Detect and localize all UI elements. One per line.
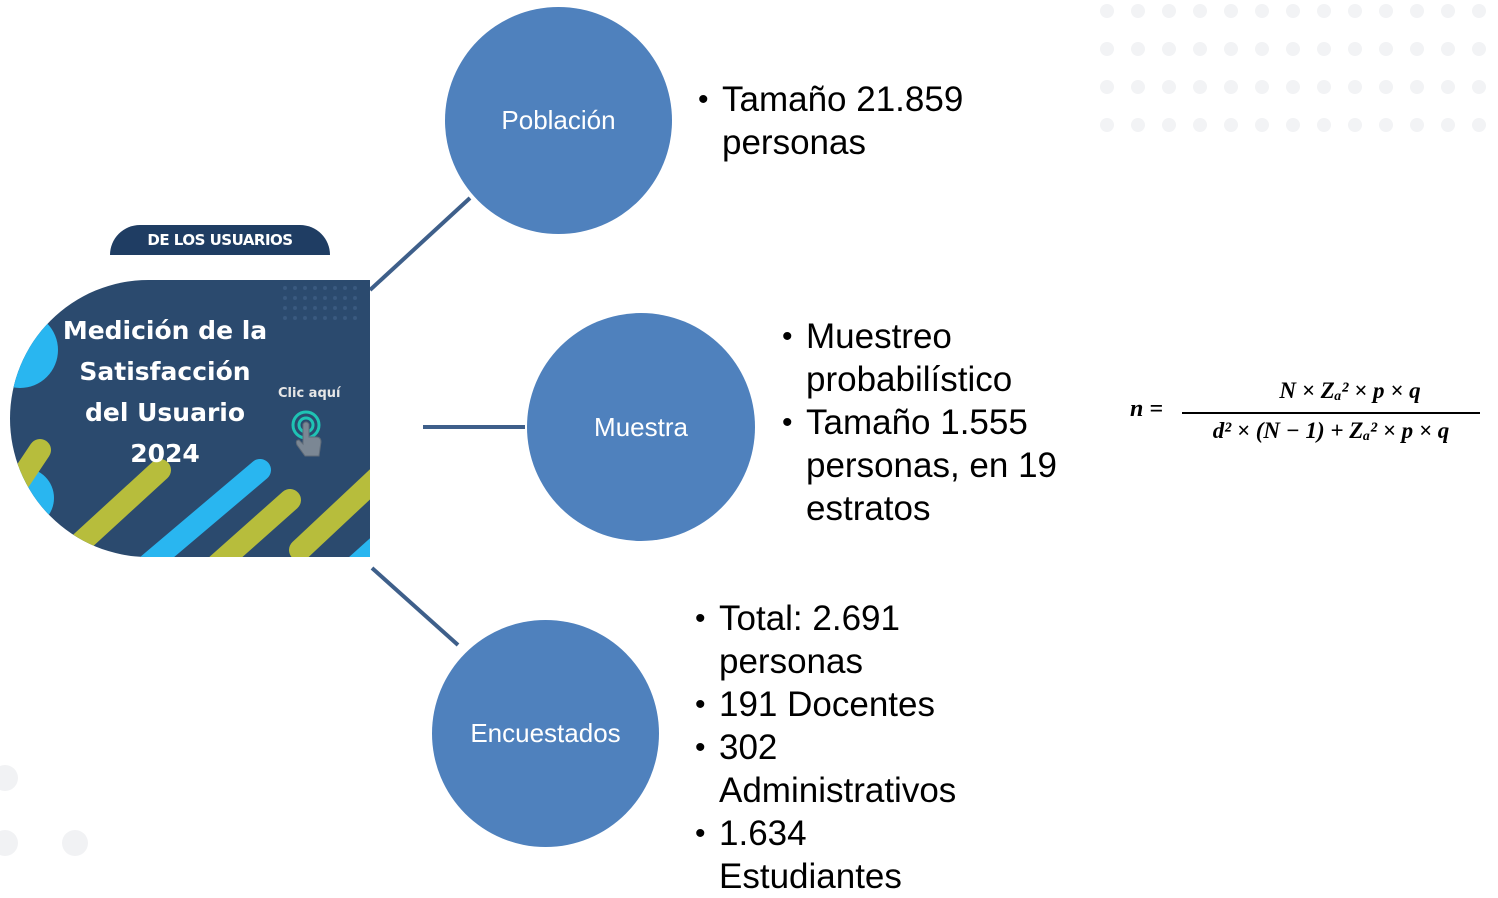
decorative-dot bbox=[1100, 80, 1114, 94]
encuestados-details: Total: 2.691 personas 191 Docentes 302 A… bbox=[695, 597, 995, 898]
detail-item: 302 Administrativos bbox=[695, 726, 995, 812]
decorative-dot bbox=[1317, 118, 1331, 132]
formula-numerator: N × Zₐ² × p × q bbox=[1279, 378, 1421, 403]
decorative-dot bbox=[1100, 118, 1114, 132]
node-label: Encuestados bbox=[470, 718, 621, 748]
decorative-dot bbox=[62, 830, 88, 856]
decorative-dot bbox=[1286, 4, 1300, 18]
decorative-dot bbox=[0, 765, 18, 791]
sample-size-formula: n = N × Zₐ² × p × q d² × (N − 1) + Zₐ² ×… bbox=[1130, 378, 1480, 448]
decorative-dot bbox=[1379, 80, 1393, 94]
thumbnail-title: Medición de la Satisfacción del Usuario … bbox=[50, 310, 280, 474]
decorative-dot bbox=[1131, 4, 1145, 18]
decorative-dot bbox=[1255, 80, 1269, 94]
tap-hand-icon[interactable] bbox=[289, 410, 329, 460]
node-label: Población bbox=[501, 105, 616, 135]
decorative-dot bbox=[1317, 80, 1331, 94]
decorative-dot bbox=[1441, 118, 1455, 132]
decorative-dot bbox=[1472, 42, 1486, 56]
detail-item: 191 Docentes bbox=[695, 683, 995, 726]
connector-lines bbox=[368, 196, 525, 647]
thumbnail-banner: DE LOS USUARIOS bbox=[110, 225, 330, 255]
decorative-dot bbox=[1131, 80, 1145, 94]
thumbnail-title-line: Satisfacción bbox=[79, 357, 251, 386]
decorative-dot bbox=[1410, 4, 1424, 18]
decorative-dot bbox=[1193, 42, 1207, 56]
decorative-dot bbox=[1379, 4, 1393, 18]
decorative-dot bbox=[1193, 80, 1207, 94]
decorative-dot bbox=[1348, 80, 1362, 94]
decorative-dot bbox=[1131, 118, 1145, 132]
decorative-dot bbox=[1162, 42, 1176, 56]
decorative-dot bbox=[1410, 42, 1424, 56]
decorative-dot bbox=[1472, 118, 1486, 132]
decorative-dot bbox=[1193, 118, 1207, 132]
decorative-dot bbox=[1224, 42, 1238, 56]
decorative-dot bbox=[1348, 4, 1362, 18]
detail-item: 1.634 Estudiantes bbox=[695, 812, 995, 898]
decorative-dot bbox=[1224, 80, 1238, 94]
decorative-dot bbox=[1286, 118, 1300, 132]
thumbnail-title-line: Medición de la bbox=[62, 316, 268, 345]
poblacion-details: Tamaño 21.859 personas bbox=[698, 78, 1018, 164]
decorative-dot bbox=[1224, 4, 1238, 18]
decorative-dot bbox=[1100, 42, 1114, 56]
decorative-dot bbox=[1100, 4, 1114, 18]
decorative-dot bbox=[1224, 118, 1238, 132]
decorative-dot bbox=[0, 830, 18, 856]
node-encuestados: Encuestados bbox=[432, 620, 659, 847]
survey-thumbnail[interactable]: DE LOS USUARIOS Medición de la Sati bbox=[10, 225, 370, 557]
decorative-dot bbox=[1379, 118, 1393, 132]
node-label: Muestra bbox=[594, 411, 688, 442]
decorative-dot bbox=[1286, 80, 1300, 94]
decorative-dot bbox=[1317, 42, 1331, 56]
decorative-dot bbox=[1441, 4, 1455, 18]
detail-item: Tamaño 21.859 personas bbox=[698, 78, 1018, 164]
formula-fraction-bar bbox=[1182, 412, 1480, 414]
decorative-dot bbox=[1441, 42, 1455, 56]
decorative-dot bbox=[1162, 80, 1176, 94]
decorative-dot bbox=[1193, 4, 1207, 18]
decorative-dot bbox=[1255, 42, 1269, 56]
decorative-dot bbox=[1348, 118, 1362, 132]
formula-denominator: d² × (N − 1) + Zₐ² × p × q bbox=[1212, 418, 1450, 443]
node-poblacion: Población bbox=[445, 7, 672, 234]
decorative-dot bbox=[1162, 118, 1176, 132]
thumbnail-banner-text: DE LOS USUARIOS bbox=[147, 231, 293, 249]
thumbnail-title-line: del Usuario bbox=[84, 398, 246, 427]
decorative-dot bbox=[1348, 42, 1362, 56]
decorative-dot bbox=[1472, 80, 1486, 94]
connector-encuestados bbox=[370, 566, 460, 647]
muestra-details: Muestreo probabilístico Tamaño 1.555 per… bbox=[782, 315, 1112, 530]
detail-item: Total: 2.691 personas bbox=[695, 597, 995, 683]
detail-item: Muestreo probabilístico bbox=[782, 315, 1112, 401]
decorative-dot bbox=[1162, 4, 1176, 18]
decorative-dot bbox=[1317, 4, 1331, 18]
decorative-dot bbox=[1255, 118, 1269, 132]
thumbnail-title-line: 2024 bbox=[130, 439, 200, 468]
decorative-dot bbox=[1255, 4, 1269, 18]
thumbnail-decoration bbox=[10, 286, 370, 557]
decorative-dot bbox=[1286, 42, 1300, 56]
decorative-dot bbox=[1379, 42, 1393, 56]
connector-poblacion bbox=[368, 196, 472, 292]
decorative-dot bbox=[1410, 80, 1424, 94]
click-here-label[interactable]: Clic aquí bbox=[278, 386, 341, 401]
decorative-dot bbox=[1472, 4, 1486, 18]
decorative-dot bbox=[1131, 42, 1145, 56]
decorative-dot bbox=[1441, 80, 1455, 94]
node-muestra: Muestra bbox=[527, 313, 755, 541]
detail-item: Tamaño 1.555 personas, en 19 estratos bbox=[782, 401, 1112, 530]
thumbnail-card: Medición de la Satisfacción del Usuario … bbox=[10, 280, 370, 557]
formula-lhs: n = bbox=[1130, 396, 1164, 422]
decorative-dot bbox=[1410, 118, 1424, 132]
